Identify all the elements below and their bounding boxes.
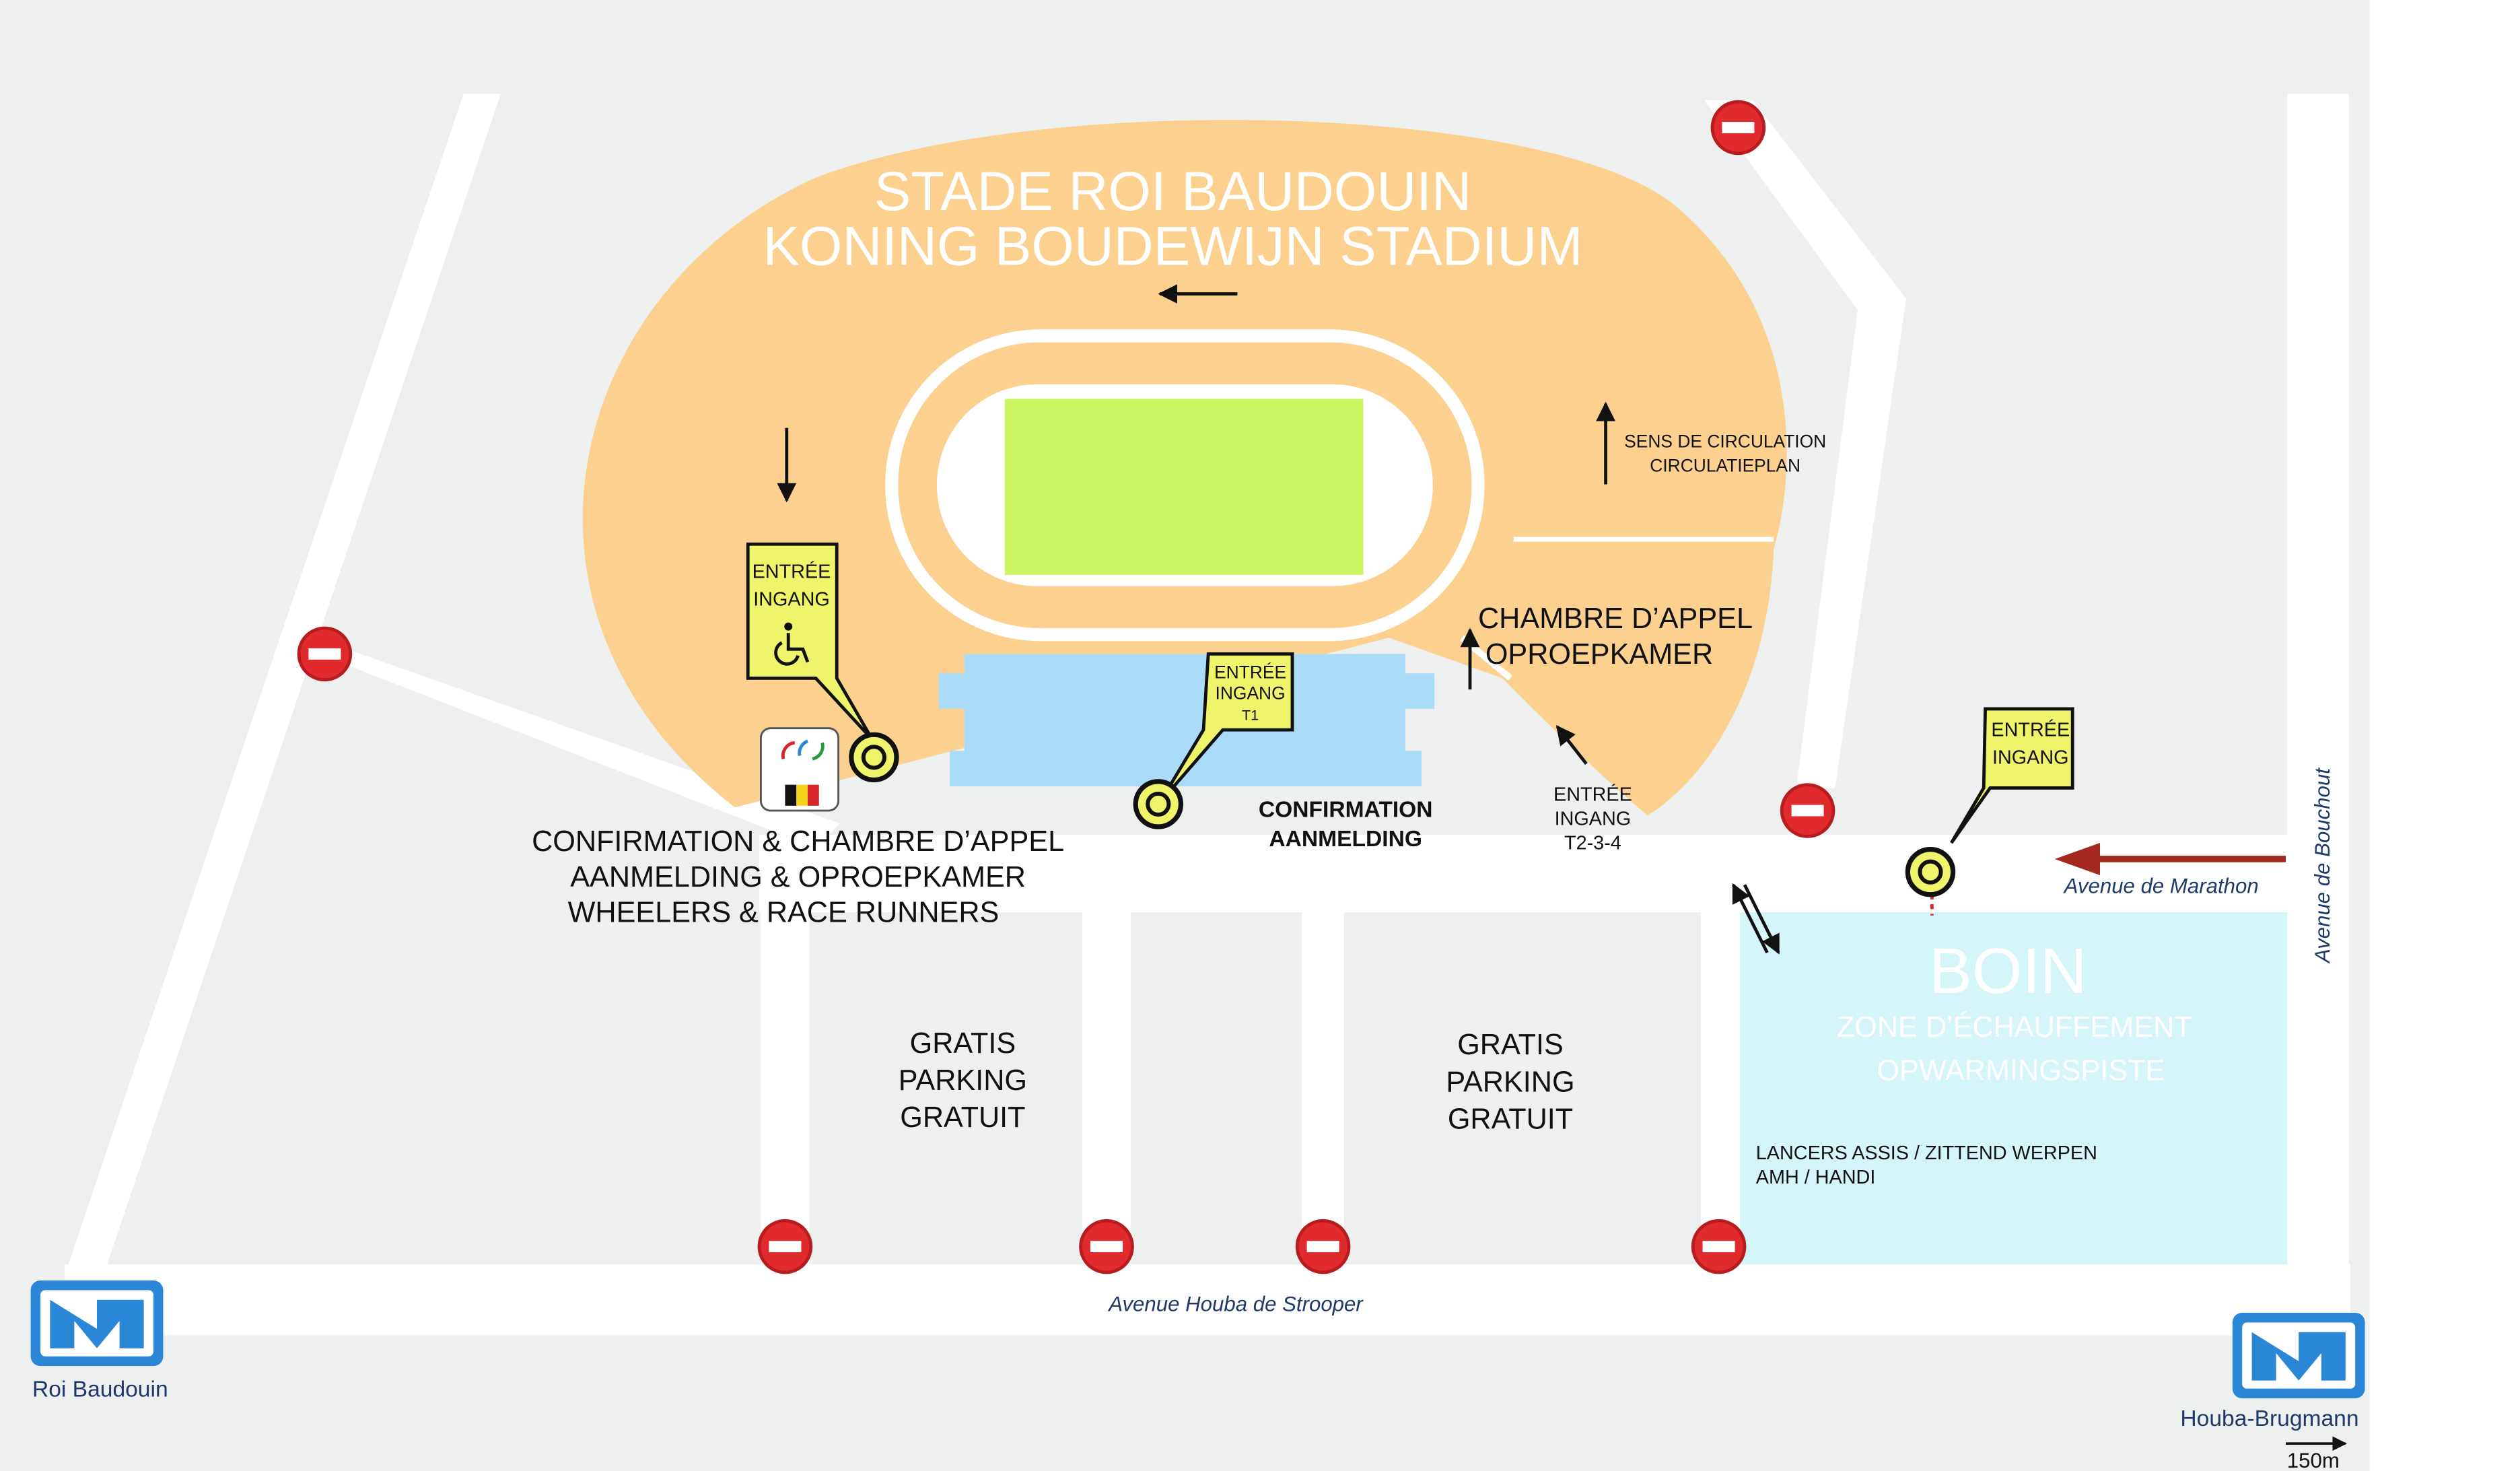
svg-text:ENTRÉE: ENTRÉE bbox=[753, 561, 831, 583]
entrance-t234-line3: T2-3-4 bbox=[1564, 833, 1621, 854]
road-marathon bbox=[759, 835, 2294, 913]
metro-right-distance: 150m bbox=[2287, 1449, 2340, 1471]
svg-text:ENTRÉE: ENTRÉE bbox=[1214, 662, 1286, 682]
entrance-east-sign: ENTRÉE INGANG bbox=[1950, 707, 2074, 844]
boin-note2: AMH / HANDI bbox=[1756, 1167, 1876, 1188]
metro-left-station: Roi Baudouin bbox=[32, 1377, 168, 1402]
entrance-marker-wheelchair[interactable] bbox=[851, 734, 897, 780]
svg-text:INGANG: INGANG bbox=[1992, 747, 2069, 768]
street-marathon: Avenue de Marathon bbox=[2063, 874, 2259, 897]
no-entry-sign-east bbox=[1780, 783, 1835, 838]
street-houba: Avenue Houba de Strooper bbox=[1107, 1293, 1364, 1316]
street-bouchout: Avenue de Bouchout bbox=[2311, 767, 2334, 964]
wheelchair-icon bbox=[774, 622, 810, 666]
road-west-diagonal bbox=[65, 94, 501, 1276]
svg-text:T1: T1 bbox=[1242, 707, 1259, 724]
parking-left-line2: PARKING bbox=[899, 1064, 1027, 1097]
road-parking-4 bbox=[1701, 904, 1743, 1276]
football-field bbox=[1004, 399, 1364, 575]
stadium-title-fr: STADE ROI BAUDOUIN bbox=[874, 161, 1471, 222]
entrance-t234-arrow bbox=[1555, 725, 1588, 765]
confirmation-west-line1: CONFIRMATION & CHAMBRE D’APPEL bbox=[532, 825, 1064, 858]
road-north-east bbox=[1704, 100, 1906, 788]
road-parking-2 bbox=[1082, 904, 1131, 1276]
parking-left-line1: GRATIS bbox=[910, 1027, 1016, 1060]
call-room-line2: OPROEPKAMER bbox=[1485, 638, 1713, 671]
entrance-marker-t1[interactable] bbox=[1135, 782, 1181, 827]
entrance-t234-line2: INGANG bbox=[1555, 809, 1632, 830]
circulation-line1: SENS DE CIRCULATION bbox=[1624, 431, 1826, 451]
svg-text:ENTRÉE: ENTRÉE bbox=[1991, 719, 2070, 741]
two-way-arrow-2 bbox=[1743, 884, 1780, 955]
parking-right-line2: PARKING bbox=[1446, 1066, 1574, 1098]
entrance-t1-sign: ENTRÉE INGANG T1 bbox=[1158, 652, 1294, 804]
svg-text:INGANG: INGANG bbox=[753, 588, 830, 610]
svg-text:INGANG: INGANG bbox=[1216, 683, 1286, 704]
road-parking-1 bbox=[761, 904, 810, 1276]
boin-note1: LANCERS ASSIS / ZITTEND WERPEN bbox=[1756, 1142, 2097, 1164]
road-bouchout bbox=[2287, 94, 2349, 1270]
road-houba bbox=[65, 1264, 2350, 1336]
no-entry-sign-parking-4 bbox=[1691, 1219, 1747, 1274]
parking-right-line1: GRATIS bbox=[1457, 1029, 1564, 1061]
stadium-title-nl: KONING BOUDEWIJN STADIUM bbox=[763, 215, 1582, 277]
boin-line1: ZONE D’ÉCHAUFFEMENT bbox=[1837, 1011, 2192, 1044]
paralympic-logo bbox=[759, 727, 840, 812]
roads bbox=[65, 94, 2350, 1336]
entrance-t234-line1: ENTRÉE bbox=[1553, 784, 1632, 806]
two-way-arrow-1 bbox=[1732, 883, 1769, 954]
no-entry-sign-parking-3 bbox=[1295, 1219, 1351, 1274]
call-room-line1: CHAMBRE D’APPEL bbox=[1478, 603, 1753, 635]
boin-line2: OPWARMINGSPISTE bbox=[1877, 1055, 2165, 1087]
confirmation-west-line3: WHEELERS & RACE RUNNERS bbox=[568, 897, 1000, 929]
no-entry-sign-parking-2 bbox=[1079, 1219, 1134, 1274]
no-entry-sign-north bbox=[1710, 100, 1766, 156]
entrance-marker-east[interactable] bbox=[1908, 850, 1953, 895]
no-entry-sign-west bbox=[297, 626, 353, 682]
no-entry-sign-parking-1 bbox=[757, 1219, 813, 1274]
right-margin bbox=[2369, 0, 2520, 1471]
metro-right-station: Houba-Brugmann bbox=[2180, 1406, 2358, 1431]
marathon-route-arrowhead bbox=[2054, 842, 2100, 875]
boin-title: BOIN bbox=[1929, 935, 2087, 1007]
road-west-branch bbox=[315, 638, 840, 848]
metro-icon-right bbox=[2232, 1312, 2365, 1399]
confirmation-center-line1: CONFIRMATION bbox=[1259, 798, 1433, 823]
confirmation-west-line2: AANMELDING & OPROEPKAMER bbox=[570, 861, 1026, 893]
metro-icon-left bbox=[30, 1280, 164, 1367]
parking-right-line3: GRATUIT bbox=[1448, 1103, 1573, 1136]
boin-zone bbox=[1739, 912, 2288, 1264]
parking-left-line3: GRATUIT bbox=[900, 1101, 1025, 1134]
road-parking-3 bbox=[1302, 904, 1344, 1276]
confirmation-center-line2: AANMELDING bbox=[1269, 827, 1422, 852]
circulation-line2: CIRCULATIEPLAN bbox=[1650, 455, 1800, 475]
